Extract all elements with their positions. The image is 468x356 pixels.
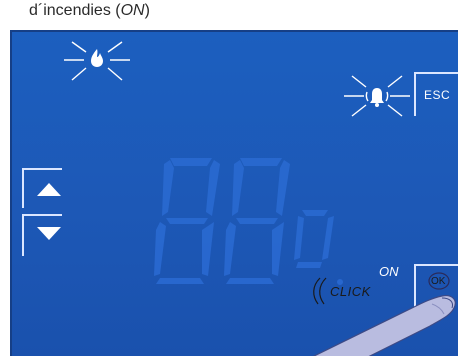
caption-suffix: ) (145, 2, 150, 19)
arrow-up-icon (36, 183, 62, 197)
caption: d´incendies (ON) (29, 2, 150, 20)
fire-icon (62, 36, 132, 86)
click-label: CLICK (330, 284, 371, 299)
caption-state: ON (121, 2, 145, 19)
esc-button[interactable]: ESC (414, 72, 458, 116)
control-panel-display: ESC ON OK CLICK (10, 30, 458, 356)
caption-prefix: d´incendies ( (29, 2, 121, 19)
up-button[interactable] (22, 168, 62, 208)
arrow-down-icon (36, 227, 62, 241)
bell-icon (342, 70, 412, 122)
esc-label: ESC (424, 88, 450, 102)
ok-label: OK (431, 276, 445, 287)
down-button[interactable] (22, 214, 62, 256)
click-motion-lines (308, 276, 328, 306)
